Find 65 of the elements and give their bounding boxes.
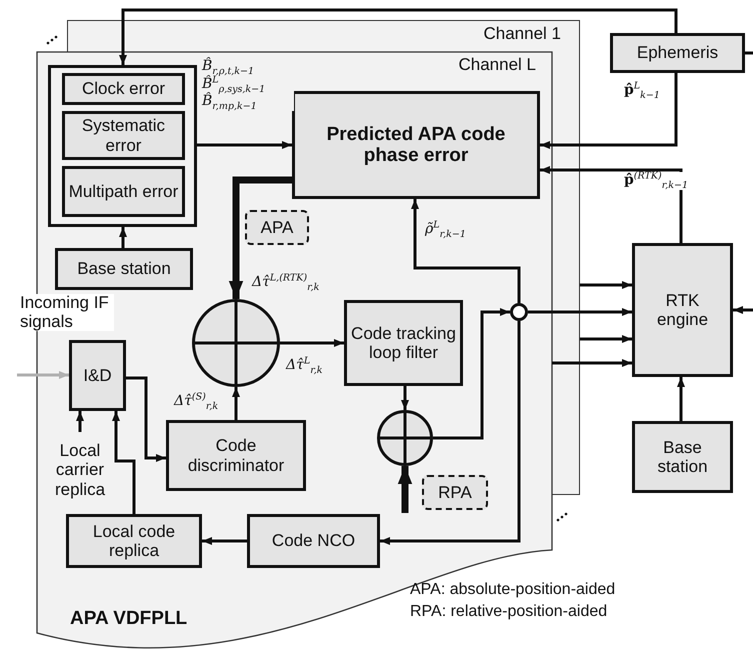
block-text: Base station: [656, 438, 709, 476]
process-box: [66, 514, 202, 568]
process-box: [55, 248, 193, 290]
block-text: APA: [260, 218, 294, 238]
connector-arrow: [433, 308, 510, 440]
connector-arrow: [398, 466, 412, 513]
block-text: Local carrier replica: [54, 440, 106, 500]
connector-arrow: [17, 371, 69, 379]
connector-arrow: [540, 73, 678, 149]
connector-arrow: [733, 306, 753, 314]
connector-arrow: [119, 227, 127, 248]
channel-title: Channel L: [458, 55, 536, 75]
connector-arrow: [580, 281, 632, 289]
abbreviation-note: RPA: relative-position-aided: [410, 603, 608, 621]
connector-arrow: [126, 376, 166, 462]
block-text: RTK engine: [656, 290, 710, 330]
connector-arrow: [202, 537, 247, 545]
dashed-tag-box: [422, 475, 488, 510]
loop-title: APA VDFPLL: [70, 608, 188, 630]
edge-label: Incoming IF signals: [18, 294, 114, 332]
block-text: Base station: [77, 259, 171, 279]
channel-title: Channel 1: [483, 24, 561, 44]
block-text: Code tracking loop filter: [350, 324, 457, 362]
dashed-tag-box: [245, 210, 309, 245]
process-box: [632, 243, 733, 377]
block-text: Multipath error: [68, 182, 178, 202]
connector-arrow: [540, 166, 682, 243]
connector-arrow: [280, 339, 344, 347]
error-group-box: [48, 65, 197, 227]
connector-arrow: [76, 411, 84, 432]
process-box: [632, 421, 733, 493]
process-box: [69, 340, 126, 411]
connector-arrow: [552, 359, 632, 367]
process-box: [292, 91, 540, 199]
connector-arrow: [411, 199, 520, 303]
block-text: Predicted APA code phase error: [326, 124, 506, 166]
process-box: [62, 111, 185, 160]
connector-arrow: [401, 386, 409, 410]
process-box: [62, 73, 185, 105]
process-box: [247, 514, 380, 568]
process-box: [344, 300, 463, 386]
connector-arrow: [580, 335, 632, 343]
connector-arrow: [677, 377, 685, 421]
connector-arrow: [197, 141, 292, 149]
junction-circle: [510, 303, 528, 321]
block-text: Ephemeris: [636, 43, 718, 63]
block-text: I&D: [83, 366, 112, 386]
block-text: RPA: [438, 482, 472, 502]
connector-arrow: [112, 411, 136, 514]
block-text: Local code replica: [92, 522, 176, 560]
summing-junction: [377, 410, 433, 466]
connector-arrow: [119, 8, 678, 65]
abbreviation-note: APA: absolute-position-aided: [410, 581, 616, 599]
block-text: Code NCO: [272, 531, 356, 551]
block-text: Code discriminator: [186, 436, 286, 475]
process-box: [610, 33, 745, 73]
block-text: Clock error: [82, 79, 166, 99]
connector-arrow: [380, 321, 520, 545]
block-text: Systematic error: [80, 116, 166, 155]
connector-arrow: [528, 308, 632, 316]
connector-arrow: [232, 387, 240, 420]
summing-junction: [192, 299, 280, 387]
connector-arrow: [228, 176, 292, 299]
process-box: [62, 166, 185, 217]
process-box: [166, 420, 306, 491]
